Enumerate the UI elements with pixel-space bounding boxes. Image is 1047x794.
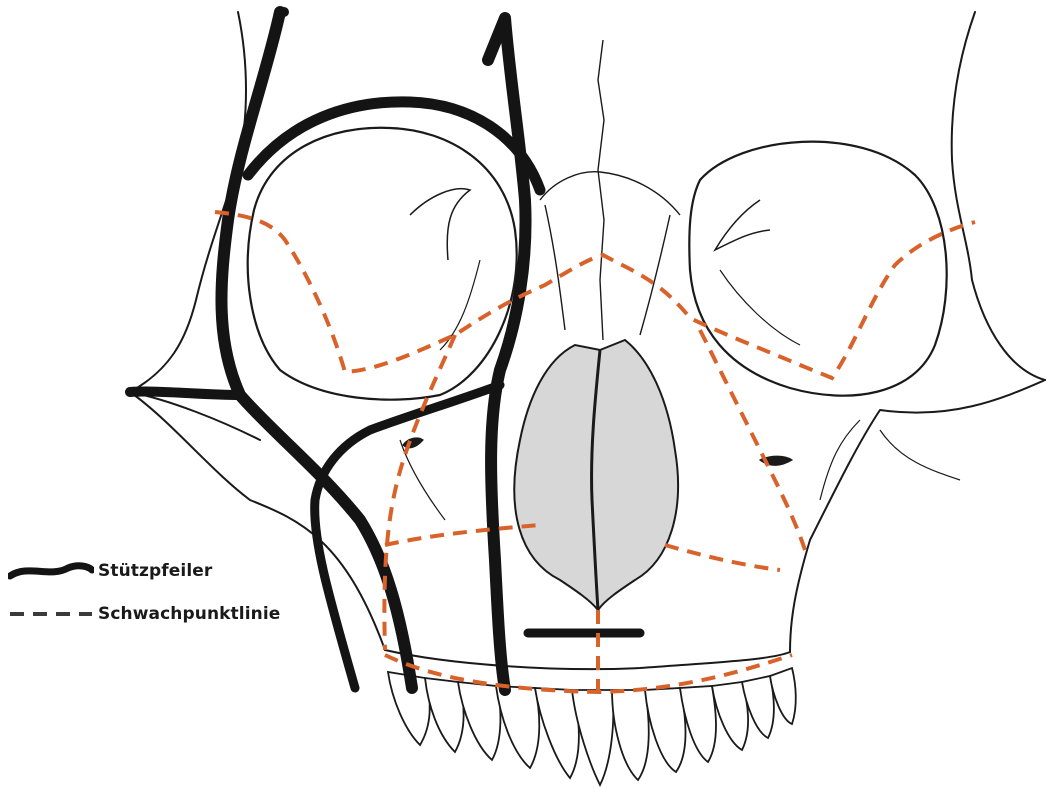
legend-item-buttress: Stützpfeiler [8,560,212,582]
right-orbit [689,142,946,396]
buttress-swatch-icon [8,560,94,582]
nasal-region [540,40,680,340]
legend-label-weakness-line: Schwachpunktlinie [98,604,280,624]
left-orbit [248,128,517,400]
maxilla-detail [400,420,960,520]
teeth-row [388,668,796,785]
nasal-aperture [514,340,678,610]
weakness-line-swatch-icon [8,603,94,625]
legend-label-buttress: Stützpfeiler [98,561,212,581]
legend-item-weakness-line: Schwachpunktlinie [8,603,280,625]
